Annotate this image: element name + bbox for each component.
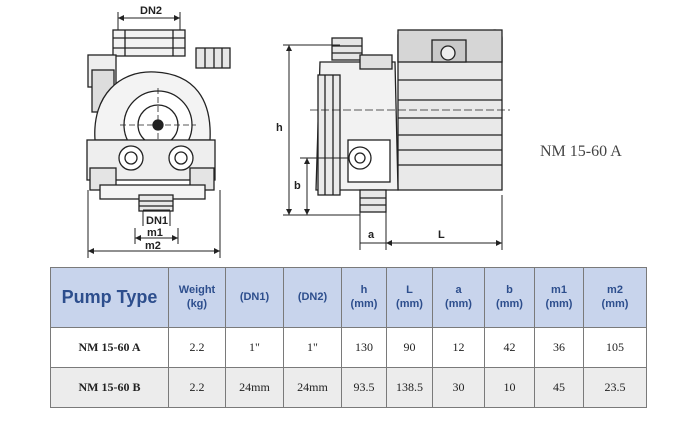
- b-label: b: [294, 180, 301, 192]
- header-cell: m1(mm): [534, 267, 584, 328]
- header-pump-type: Pump Type: [50, 267, 169, 328]
- side-dimensions: [283, 44, 503, 250]
- header-unit: (mm): [601, 297, 629, 310]
- header-title: (DN1): [239, 290, 270, 303]
- header-title: a: [455, 283, 462, 296]
- header-cell: L(mm): [386, 267, 433, 328]
- table-cell: 93.5: [341, 367, 387, 408]
- header-title: m1: [551, 283, 567, 296]
- front-view: [86, 12, 231, 212]
- header-unit: (mm): [350, 297, 378, 310]
- header-title: h: [360, 283, 368, 296]
- table-cell: 1": [225, 327, 284, 368]
- dn2-label: DN2: [140, 5, 162, 17]
- header-title: L: [406, 283, 413, 296]
- header-cell: h(mm): [341, 267, 387, 328]
- table-cell: 12: [432, 327, 485, 368]
- table-cell: 24mm: [283, 367, 342, 408]
- table-cell: 24mm: [225, 367, 284, 408]
- a-label: a: [368, 229, 375, 241]
- table-cell: 90: [386, 327, 433, 368]
- table-cell: 23.5: [583, 367, 647, 408]
- header-title: Weight: [178, 283, 216, 296]
- table-cell: 2.2: [168, 367, 226, 408]
- table-cell: 30: [432, 367, 485, 408]
- dn1-label: DN1: [146, 215, 168, 227]
- header-title: Pump Type: [61, 287, 158, 308]
- h-label: h: [276, 122, 283, 134]
- header-unit: (mm): [545, 297, 573, 310]
- m2-label: m2: [145, 240, 161, 252]
- table-cell: 130: [341, 327, 387, 368]
- table-cell: 1": [283, 327, 342, 368]
- header-title: m2: [607, 283, 623, 296]
- table-cell: 105: [583, 327, 647, 368]
- model-cell: NM 15-60 B: [50, 367, 169, 408]
- header-cell: a(mm): [432, 267, 485, 328]
- header-cell: (DN1): [225, 267, 284, 328]
- header-unit: (mm): [496, 297, 523, 310]
- table-cell: 36: [534, 327, 584, 368]
- model-cell: NM 15-60 A: [50, 327, 169, 368]
- model-label: NM 15-60 A: [540, 143, 622, 160]
- m1-label: m1: [147, 227, 163, 239]
- front-dimensions: [87, 190, 221, 258]
- header-unit: (kg): [186, 297, 208, 310]
- table-cell: 2.2: [168, 327, 226, 368]
- header-cell: Weight(kg): [168, 267, 226, 328]
- header-title: b: [506, 283, 513, 296]
- header-cell: (DN2): [283, 267, 342, 328]
- table-cell: 138.5: [386, 367, 433, 408]
- pump-dimension-drawing: DN2 DN1 m1 m2: [86, 5, 510, 258]
- table-cell: 42: [484, 327, 535, 368]
- header-cell: m2(mm): [583, 267, 647, 328]
- header-unit: (mm): [396, 297, 423, 310]
- table-cell: 10: [484, 367, 535, 408]
- header-title: (DN2): [297, 290, 328, 303]
- side-view: [310, 29, 510, 213]
- l-label: L: [438, 229, 445, 241]
- table-cell: 45: [534, 367, 584, 408]
- header-unit: (mm): [445, 297, 472, 310]
- header-cell: b(mm): [484, 267, 535, 328]
